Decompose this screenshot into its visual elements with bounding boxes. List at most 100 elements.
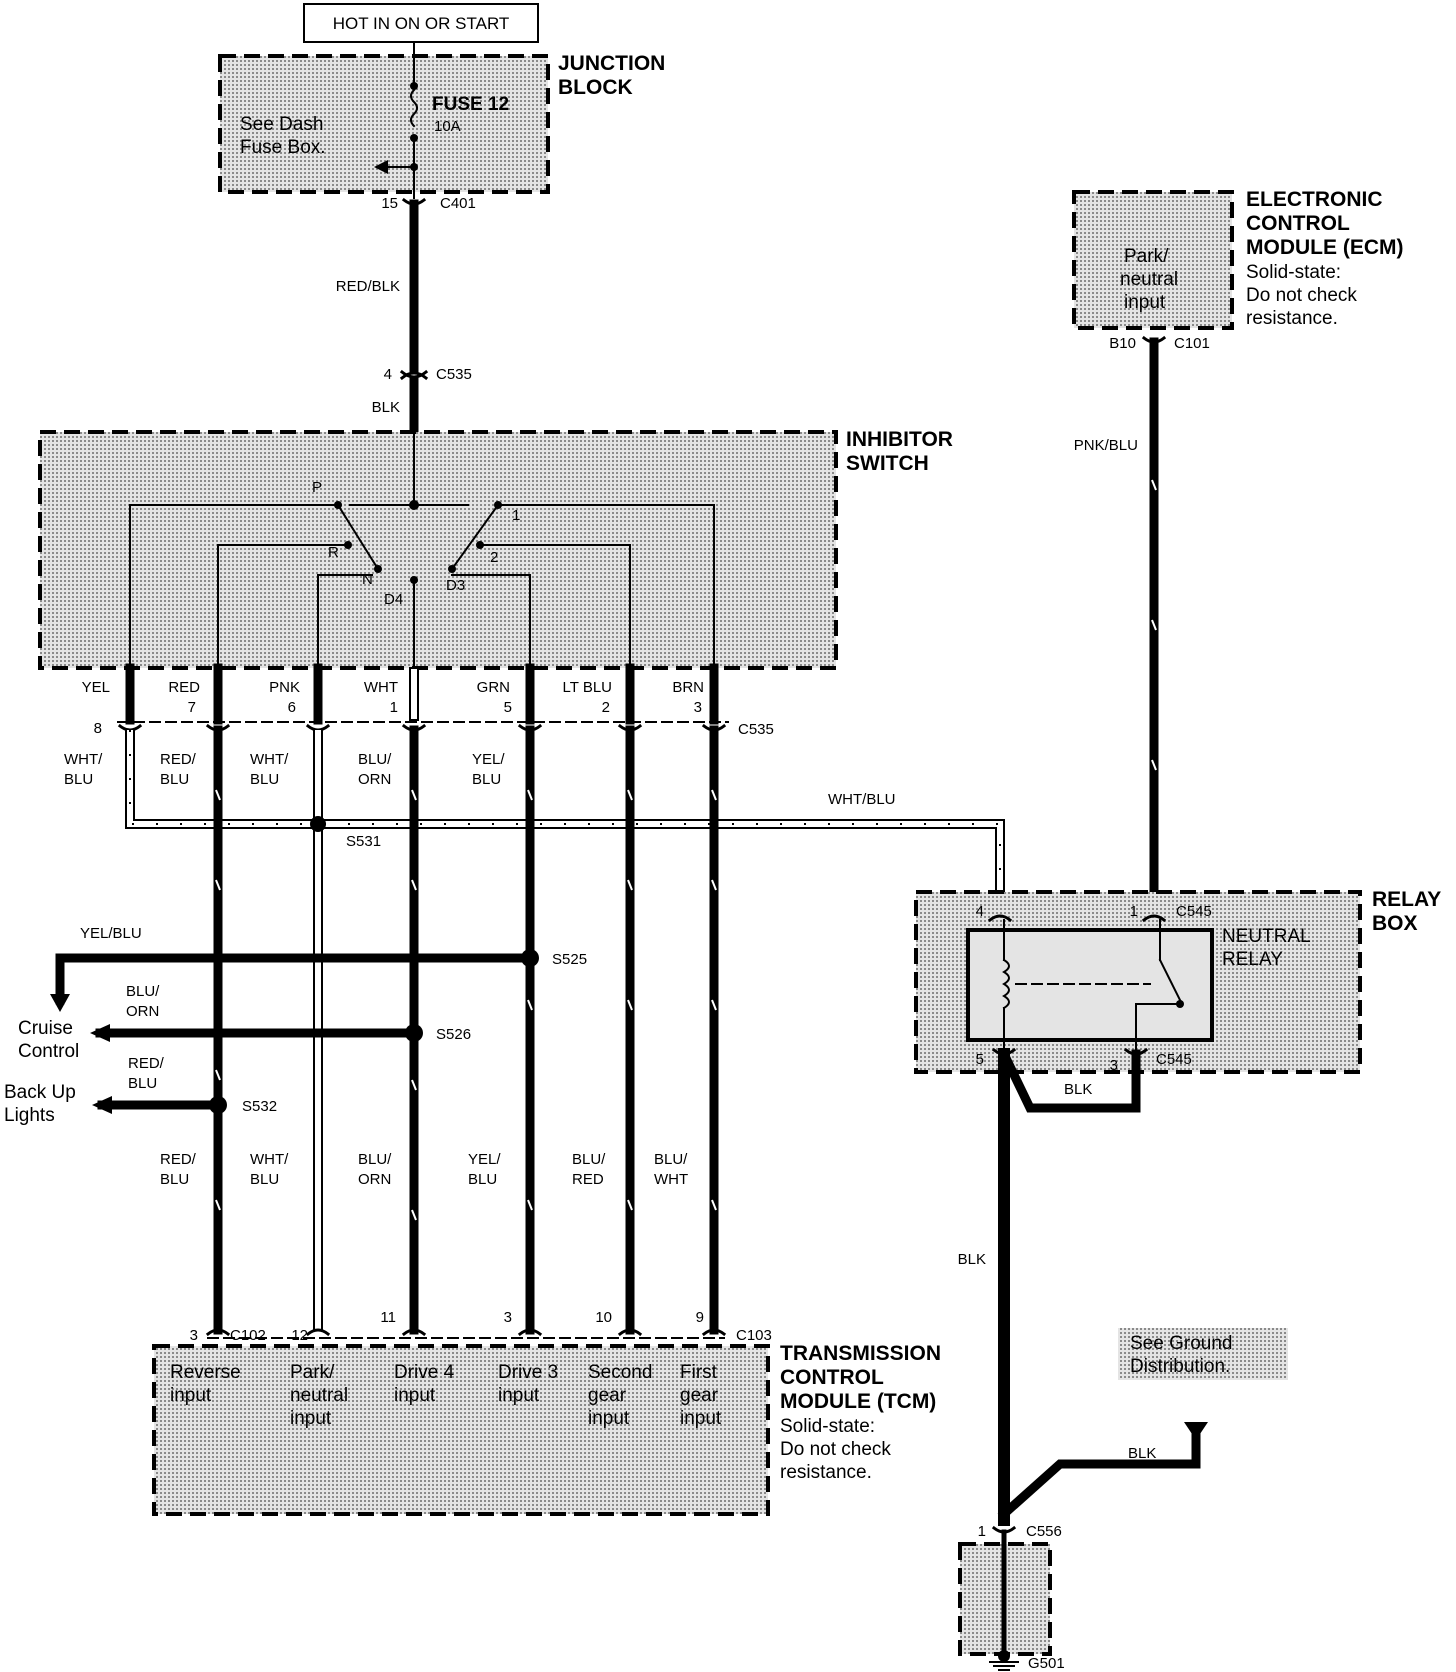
svg-text:15: 15 xyxy=(381,195,398,212)
electronic-control-module: ELECTRONIC CONTROL MODULE (ECM) Solid-st… xyxy=(1072,188,1403,330)
svg-text:11: 11 xyxy=(380,1309,396,1326)
svg-text:BLU/: BLU/ xyxy=(358,751,392,768)
svg-text:resistance.: resistance. xyxy=(1246,308,1338,329)
svg-text:YEL/: YEL/ xyxy=(468,1151,501,1168)
harness-upper-labels: WHT/ BLU RED/ BLU WHT/ BLU BLU/ ORN YEL/… xyxy=(64,751,896,808)
svg-text:MODULE (ECM): MODULE (ECM) xyxy=(1246,236,1403,259)
svg-text:D3: D3 xyxy=(446,577,465,594)
svg-text:7: 7 xyxy=(188,699,196,716)
svg-text:BLU: BLU xyxy=(468,1171,497,1188)
svg-text:1: 1 xyxy=(978,1523,986,1540)
svg-text:JUNCTION: JUNCTION xyxy=(558,52,665,75)
svg-text:WHT: WHT xyxy=(364,679,398,696)
svg-text:BLU: BLU xyxy=(472,771,501,788)
svg-text:2: 2 xyxy=(602,699,610,716)
svg-text:Solid-state:: Solid-state: xyxy=(1246,262,1341,283)
svg-text:1: 1 xyxy=(390,699,398,716)
svg-text:input: input xyxy=(290,1408,332,1429)
svg-text:5: 5 xyxy=(504,699,512,716)
svg-text:C401: C401 xyxy=(440,195,476,212)
wire-blk-label: BLK xyxy=(372,399,400,416)
svg-text:C545: C545 xyxy=(1176,903,1212,920)
switch-internal-circuit: P R N D4 D3 2 1 xyxy=(129,431,715,669)
svg-text:PNK: PNK xyxy=(269,679,300,696)
svg-text:input: input xyxy=(170,1385,212,1406)
svg-text:BLU/: BLU/ xyxy=(654,1151,688,1168)
svg-text:8: 8 xyxy=(94,720,102,737)
svg-text:9: 9 xyxy=(696,1309,704,1326)
svg-text:Fuse Box.: Fuse Box. xyxy=(240,137,326,158)
wire-blk-ground-branch xyxy=(997,1431,1201,1521)
svg-text:10: 10 xyxy=(595,1309,612,1326)
branch-red-blu-s532: S532 RED/ BLU Back Up Lights xyxy=(4,1055,277,1126)
svg-text:RELAY: RELAY xyxy=(1372,888,1441,911)
svg-text:BLU/: BLU/ xyxy=(358,1151,392,1168)
hot-in-on-or-start-label: HOT IN ON OR START xyxy=(303,3,539,43)
svg-text:1: 1 xyxy=(512,507,520,524)
dash-fuse-box-arrow-icon xyxy=(374,160,418,174)
svg-text:S531: S531 xyxy=(346,833,381,850)
svg-text:RED/: RED/ xyxy=(128,1055,165,1072)
svg-text:3: 3 xyxy=(1110,1057,1118,1074)
svg-text:ORN: ORN xyxy=(358,771,391,788)
svg-text:RED: RED xyxy=(168,679,200,696)
svg-text:Do not check: Do not check xyxy=(1246,285,1357,306)
svg-text:RED: RED xyxy=(572,1171,604,1188)
svg-text:2: 2 xyxy=(490,549,498,566)
svg-text:R: R xyxy=(328,544,339,561)
svg-text:input: input xyxy=(394,1385,436,1406)
svg-text:3: 3 xyxy=(694,699,702,716)
svg-text:WHT: WHT xyxy=(654,1171,688,1188)
svg-text:6: 6 xyxy=(288,699,296,716)
relay-box: RELAY BOX NEUTRAL RELAY 4 1 C545 xyxy=(914,888,1441,1074)
svg-text:WHT/: WHT/ xyxy=(250,1151,289,1168)
svg-text:BLU: BLU xyxy=(250,771,279,788)
svg-text:C101: C101 xyxy=(1174,335,1210,352)
svg-text:C102: C102 xyxy=(230,1327,266,1344)
svg-text:SWITCH: SWITCH xyxy=(846,452,929,475)
harness-lower-labels: RED/ BLU WHT/ BLU BLU/ ORN YEL/ BLU BLU/… xyxy=(160,1151,688,1188)
svg-text:WHT/: WHT/ xyxy=(250,751,289,768)
see-ground-distribution-note: See Ground Distribution. xyxy=(1118,1328,1288,1380)
junction-block: JUNCTION BLOCK See Dash Fuse Box. FUSE 1… xyxy=(218,43,665,199)
svg-text:MODULE (TCM): MODULE (TCM) xyxy=(780,1390,936,1413)
svg-text:RED/: RED/ xyxy=(160,1151,197,1168)
svg-text:C545: C545 xyxy=(1156,1051,1192,1068)
tcm-connectors: 3 C102 12 11 3 10 9 C103 xyxy=(190,1309,772,1344)
svg-text:gear: gear xyxy=(588,1385,627,1406)
neutral-relay: NEUTRAL RELAY xyxy=(966,919,1311,1051)
svg-text:YEL/: YEL/ xyxy=(472,751,505,768)
svg-text:Distribution.: Distribution. xyxy=(1130,1356,1230,1377)
wire-blk-relay-label: BLK xyxy=(1064,1081,1092,1098)
svg-text:BLU: BLU xyxy=(64,771,93,788)
svg-text:C535: C535 xyxy=(738,721,774,738)
connector-c401: 15 C401 xyxy=(381,195,476,212)
svg-text:BLU: BLU xyxy=(128,1075,157,1092)
connector-c545-top: 4 1 C545 xyxy=(976,903,1212,923)
svg-text:Cruise: Cruise xyxy=(18,1018,73,1039)
branch-blu-orn-s526: S526 BLU/ ORN Cruise Control xyxy=(18,983,471,1062)
switch-output-wires xyxy=(125,663,719,725)
svg-text:BLU: BLU xyxy=(160,771,189,788)
svg-text:BLU: BLU xyxy=(160,1171,189,1188)
svg-text:C535: C535 xyxy=(436,366,472,383)
svg-text:BOX: BOX xyxy=(1372,912,1418,935)
svg-text:RED/: RED/ xyxy=(160,751,197,768)
svg-text:GRN: GRN xyxy=(477,679,510,696)
splice-s531: S531 xyxy=(310,816,381,850)
svg-text:S532: S532 xyxy=(242,1098,277,1115)
svg-text:gear: gear xyxy=(680,1385,719,1406)
svg-text:neutral: neutral xyxy=(290,1385,348,1406)
svg-text:Back Up: Back Up xyxy=(4,1082,76,1103)
svg-text:CONTROL: CONTROL xyxy=(1246,212,1350,235)
svg-text:Reverse: Reverse xyxy=(170,1362,241,1383)
svg-text:BLU: BLU xyxy=(250,1171,279,1188)
ground-distribution-arrow-icon xyxy=(1184,1422,1208,1440)
transmission-control-module: TRANSMISSION CONTROL MODULE (TCM) Solid-… xyxy=(152,1342,941,1516)
svg-text:10A: 10A xyxy=(434,118,461,135)
branch-yel-blu-s525: S525 YEL/BLU xyxy=(50,925,587,1012)
ground-g501: G501 xyxy=(958,1529,1065,1672)
inhibitor-switch: INHIBITOR SWITCH P R N xyxy=(38,428,953,670)
svg-text:Lights: Lights xyxy=(4,1105,55,1126)
wire-blk-main-label: BLK xyxy=(958,1251,986,1268)
